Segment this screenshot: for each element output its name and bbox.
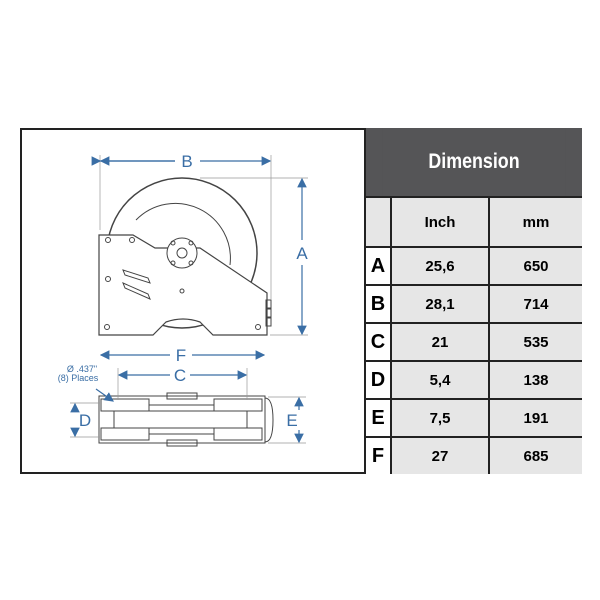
frame-plate (98, 234, 268, 336)
table-title: Dimension (382, 128, 566, 196)
dim-label-e: E (286, 411, 297, 430)
dim-label-c: C (174, 366, 186, 385)
hole-note-diameter: Ø .437" (67, 364, 97, 374)
inch-value: 27 (392, 438, 490, 474)
row-label: B (366, 286, 392, 322)
header-mm: mm (522, 213, 550, 231)
mm-value: 191 (523, 409, 549, 427)
reel-top-view (98, 395, 266, 444)
hose-reel-drawing: B A F C D E Ø .437" (8) Places (58, 152, 308, 447)
mm-value: 535 (523, 333, 549, 351)
row-label: D (366, 362, 392, 398)
row-label: F (366, 438, 392, 474)
inch-value: 25,6 (392, 248, 490, 284)
mm-value: 685 (523, 447, 549, 465)
row-label: E (366, 400, 392, 436)
dim-label-b: B (181, 152, 192, 171)
header-label-cell (366, 198, 392, 246)
table-header-row: Inch mm (366, 198, 582, 248)
row-label: A (366, 248, 392, 284)
dim-label-d: D (79, 411, 91, 430)
inch-value: 21 (392, 324, 490, 360)
mm-value: 714 (523, 295, 549, 313)
hub (166, 237, 198, 269)
dim-label-f: F (176, 346, 186, 365)
inch-value: 28,1 (392, 286, 490, 322)
header-inch: Inch (392, 198, 490, 246)
hole-note-places: (8) Places (58, 373, 99, 383)
reel-inner-disk (135, 202, 231, 266)
mm-value: 138 (523, 371, 549, 389)
dim-label-a: A (296, 244, 308, 263)
mm-value: 650 (523, 257, 549, 275)
inch-value: 5,4 (392, 362, 490, 398)
inch-value: 7,5 (392, 400, 490, 436)
row-label: C (366, 324, 392, 360)
